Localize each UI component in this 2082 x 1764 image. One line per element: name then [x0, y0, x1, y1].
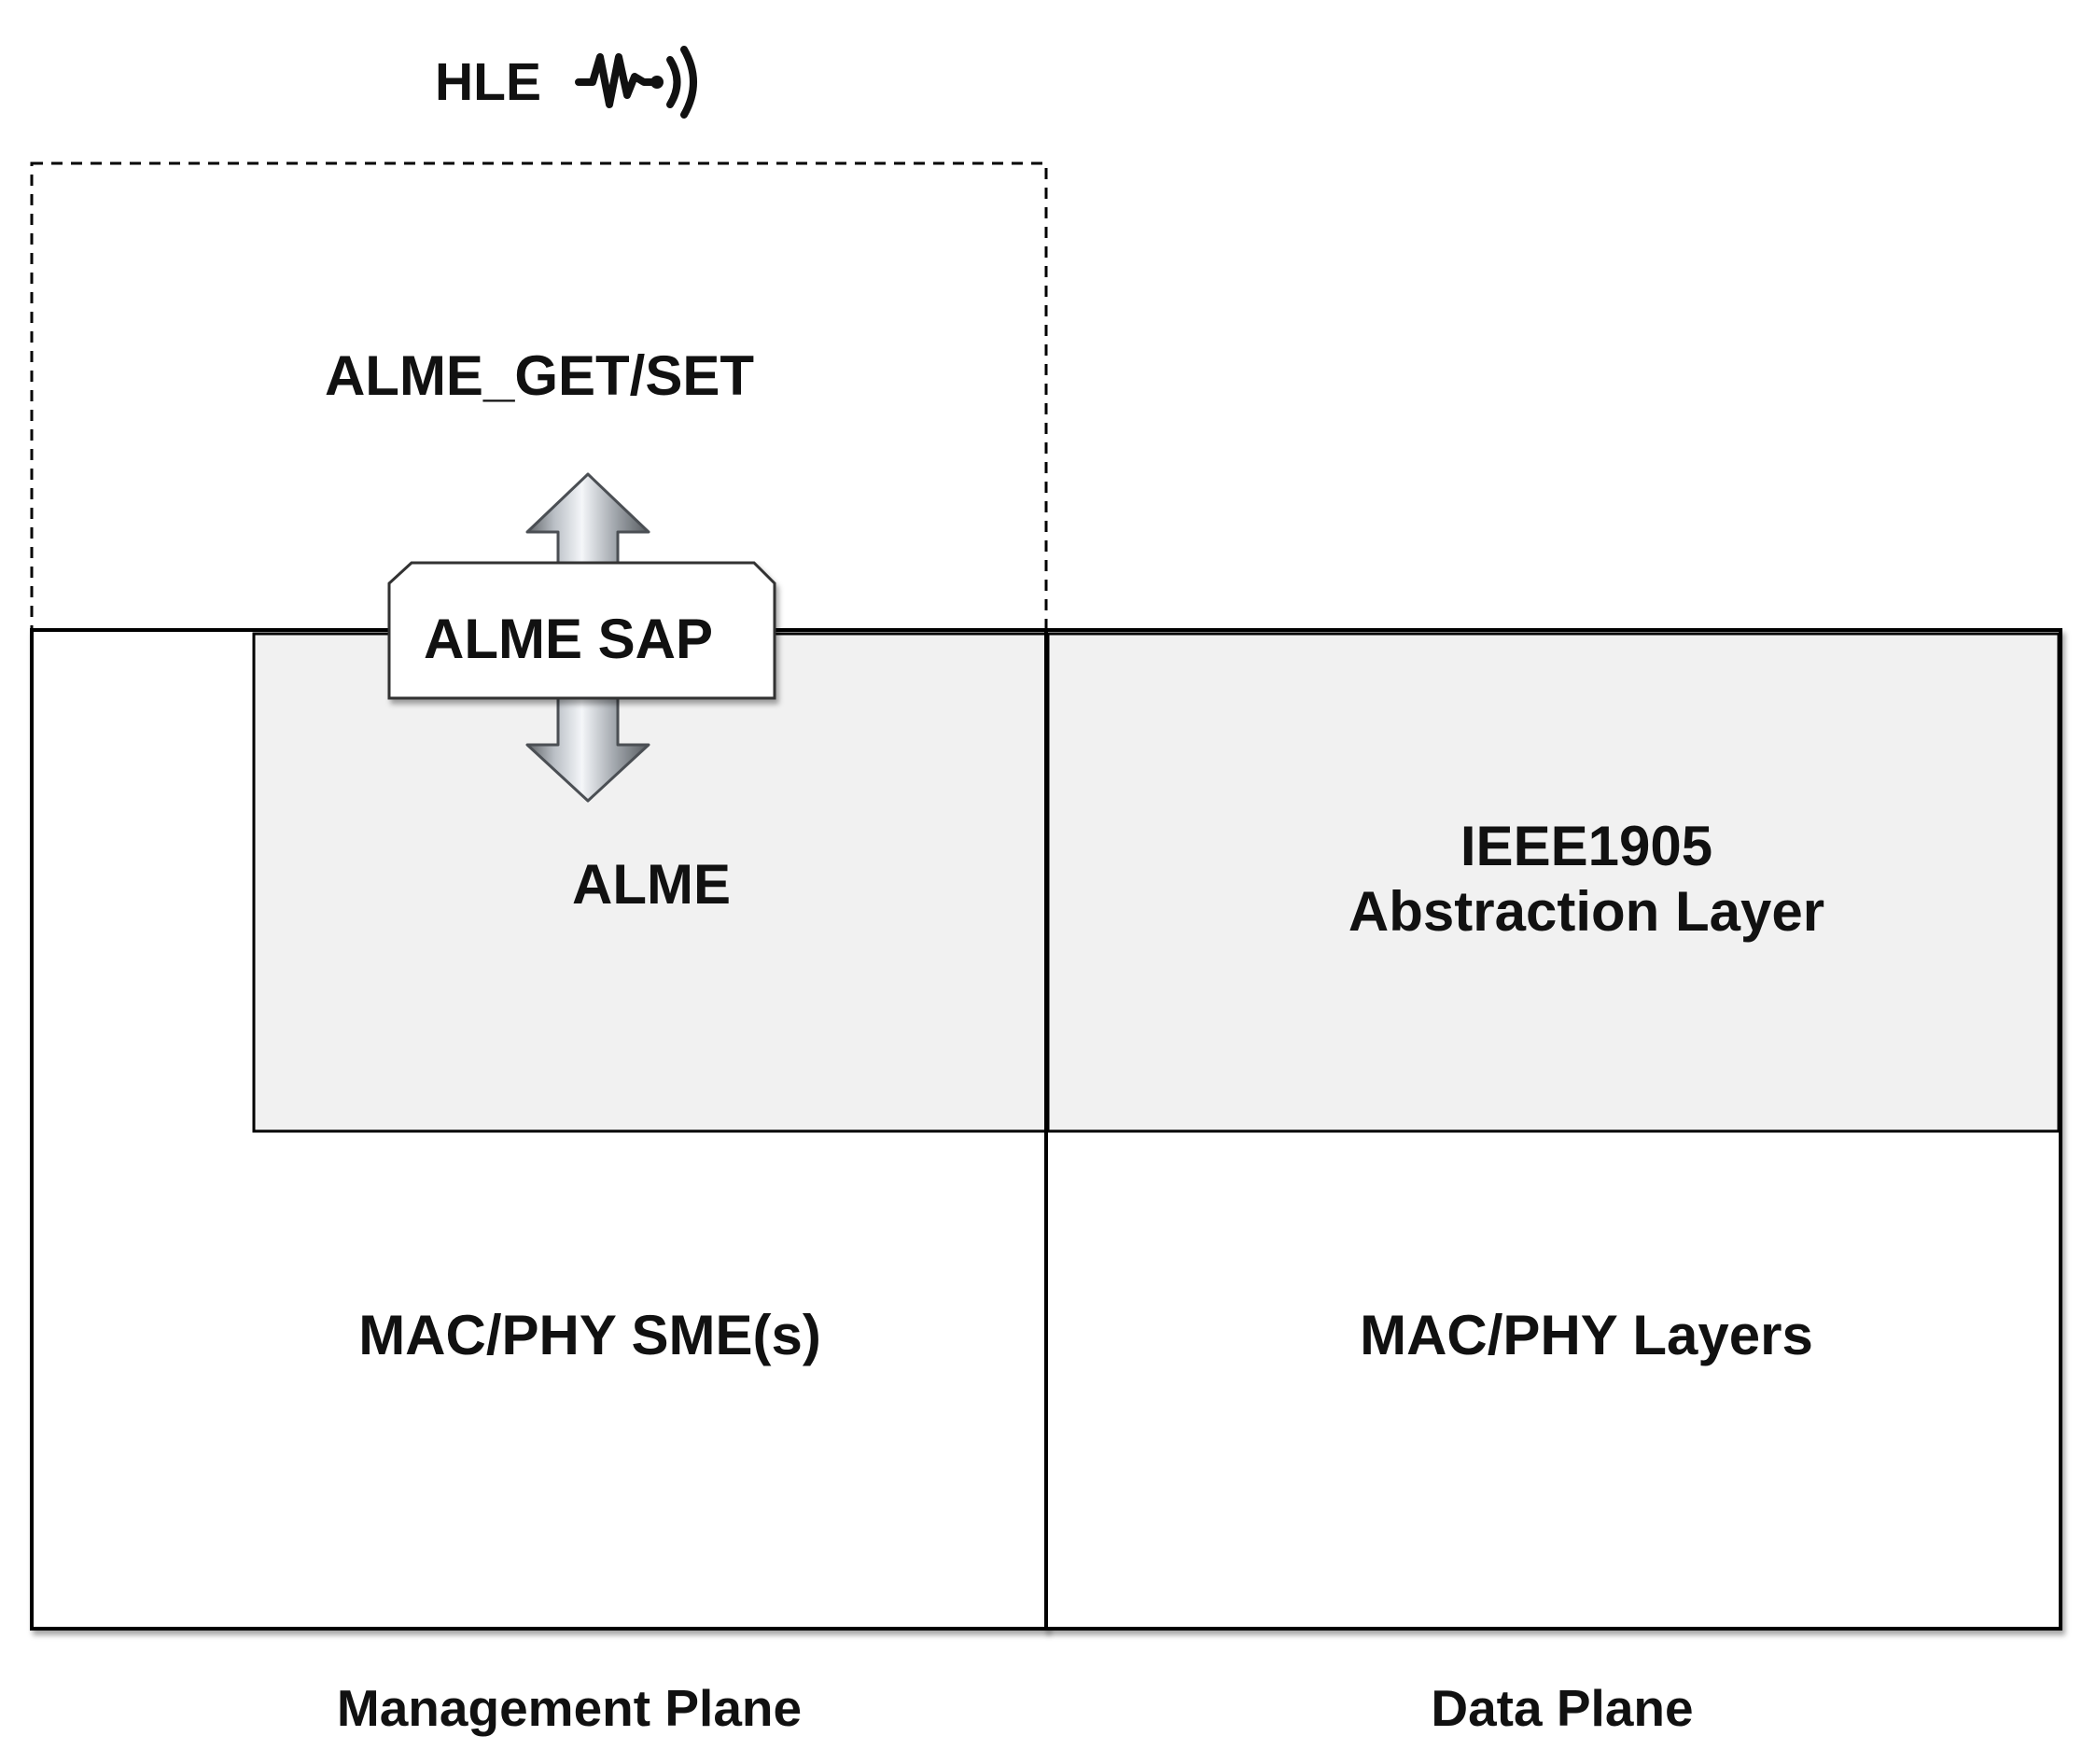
alme-sap-label: ALME SAP — [424, 608, 713, 670]
abstraction-layer-box — [1046, 632, 2061, 1133]
alme-get-set-label: ALME_GET/SET — [325, 344, 754, 407]
signal-wave-icon — [575, 46, 697, 119]
alme-label: ALME — [572, 853, 731, 916]
alme-sap-box — [387, 561, 776, 700]
hle-label: HLE — [435, 52, 541, 112]
abstraction-layer-line-1: IEEE1905 — [1460, 815, 1712, 877]
management-plane-label: Management Plane — [337, 1679, 802, 1737]
mac-phy-sme-label: MAC/PHY SME(s) — [358, 1304, 821, 1366]
alme-box — [252, 632, 1048, 1133]
data-plane-label: Data Plane — [1431, 1679, 1693, 1737]
mac-phy-layers-label: MAC/PHY Layers — [1360, 1304, 1813, 1366]
abstraction-layer-line-2: Abstraction Layer — [1348, 880, 1824, 943]
